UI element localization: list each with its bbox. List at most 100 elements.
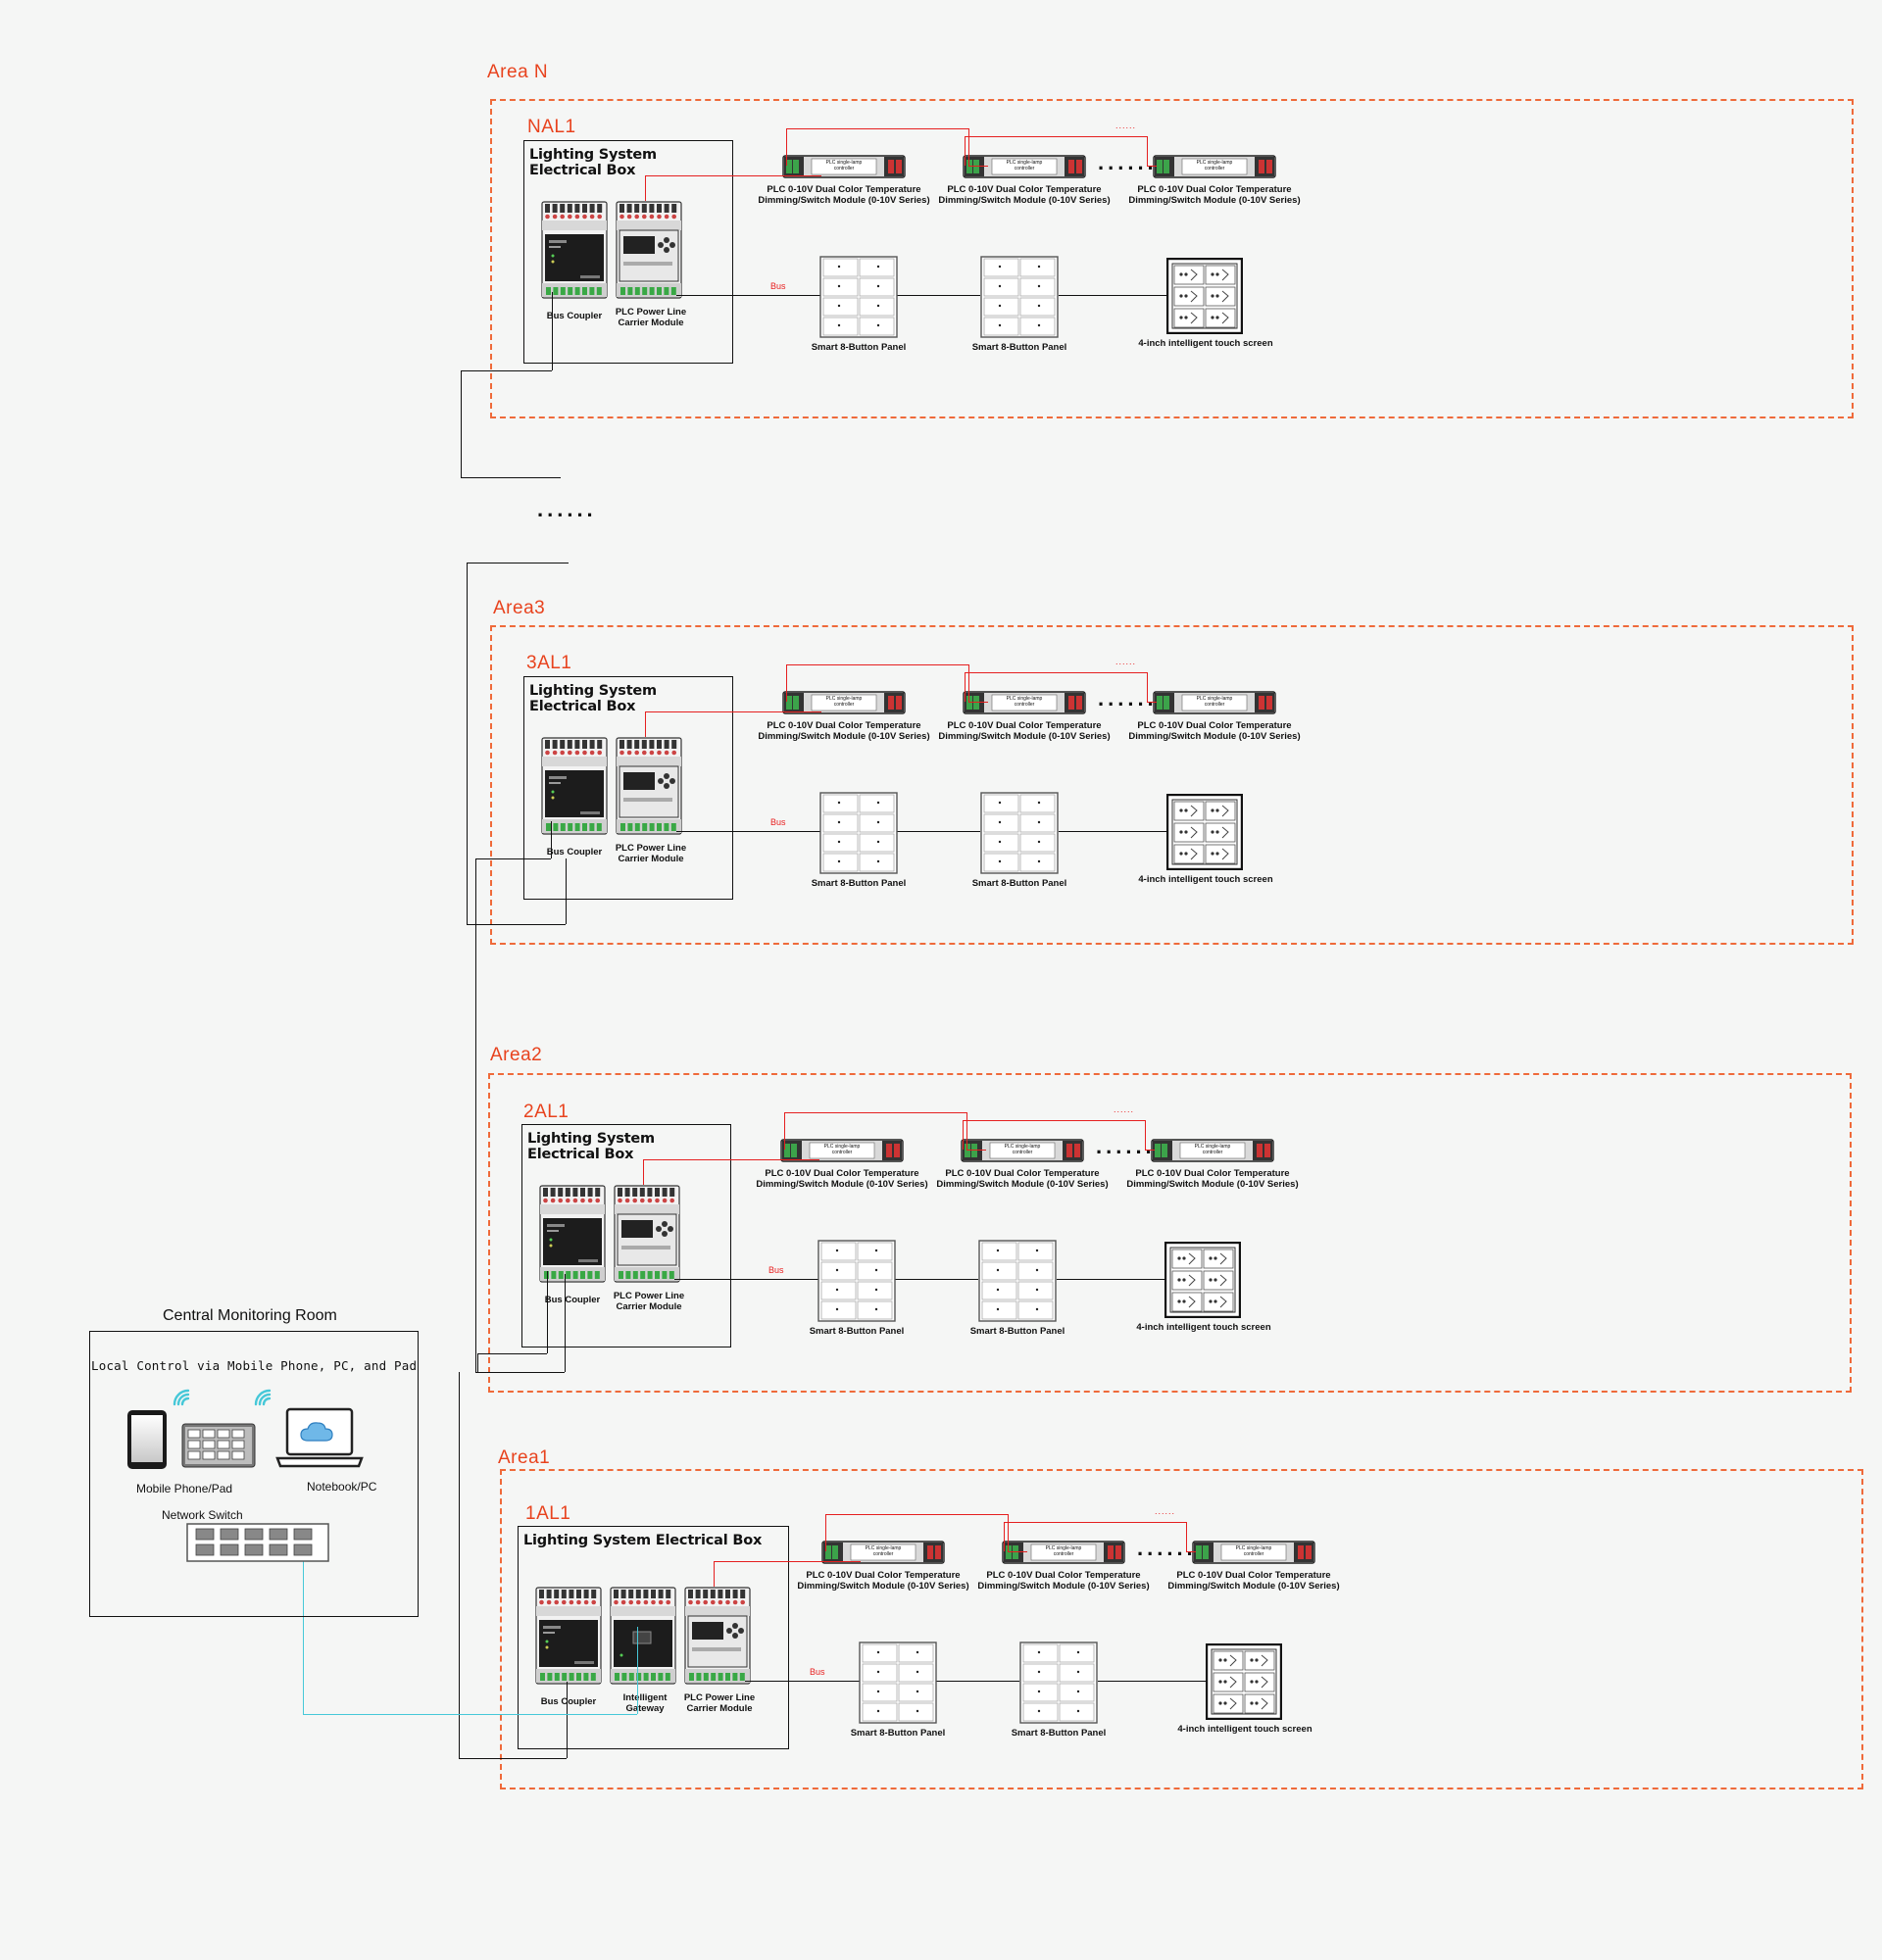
dimming-label-line2: Dimming/Switch Module (0-10V Series) bbox=[1126, 1179, 1299, 1190]
electrical-box: Lighting System Electrical Box bbox=[523, 676, 733, 900]
bus-label: Bus bbox=[770, 281, 786, 291]
bus-wire bbox=[896, 1279, 978, 1280]
dimming-module-1 bbox=[782, 155, 906, 178]
face-line2: controller bbox=[1204, 166, 1225, 172]
button-panel-label: Smart 8-Button Panel bbox=[809, 1326, 905, 1337]
plc-carrier-module bbox=[616, 201, 682, 299]
face-line2: controller bbox=[1012, 1150, 1033, 1155]
bus-wire bbox=[674, 1279, 933, 1280]
trunk-wire bbox=[567, 1682, 568, 1758]
trunk-wire bbox=[467, 563, 569, 564]
bus-wire bbox=[1059, 831, 1166, 832]
power-wire-continuation: ...... bbox=[1115, 657, 1137, 666]
electrical-box-id: 3AL1 bbox=[526, 653, 572, 673]
dimming-label-line1: PLC 0-10V Dual Color Temperature bbox=[945, 1168, 1100, 1179]
bus-coupler-label: Bus Coupler bbox=[546, 847, 603, 858]
central-monitoring-title: Central Monitoring Room bbox=[163, 1307, 337, 1324]
power-wire bbox=[965, 136, 966, 166]
plc-label-line2: Carrier Module bbox=[616, 1301, 682, 1312]
gateway-label-line2: Gateway bbox=[625, 1703, 665, 1714]
dimming-module-2 bbox=[963, 155, 1086, 178]
face-line1: PLC single-lamp bbox=[1006, 160, 1043, 166]
intelligent-gateway-module bbox=[610, 1587, 676, 1685]
trunk-wire bbox=[475, 1372, 565, 1373]
power-wire bbox=[784, 1112, 966, 1113]
trunk-wire bbox=[566, 858, 567, 924]
cloud-icon bbox=[300, 1422, 333, 1442]
trunk-wire bbox=[459, 1372, 460, 1758]
electrical-box: Lighting System Electrical Box bbox=[521, 1124, 731, 1348]
bus-coupler-module bbox=[541, 737, 608, 835]
dimming-module-3 bbox=[1151, 1139, 1274, 1162]
dimming-module-1 bbox=[782, 691, 906, 714]
dimming-label-line1: PLC 0-10V Dual Color Temperature bbox=[947, 184, 1102, 195]
button-panel-2 bbox=[978, 1240, 1057, 1322]
area-title: Area2 bbox=[490, 1045, 543, 1065]
power-wire bbox=[963, 1120, 1145, 1121]
button-panel-label: Smart 8-Button Panel bbox=[1011, 1728, 1107, 1739]
dimming-label-line1: PLC 0-10V Dual Color Temperature bbox=[1176, 1570, 1331, 1581]
power-wire bbox=[825, 1514, 1008, 1515]
button-panel-label: Smart 8-Button Panel bbox=[811, 342, 907, 353]
power-wire-continuation: ...... bbox=[1115, 121, 1137, 130]
bus-label: Bus bbox=[768, 1265, 784, 1275]
bus-wire bbox=[937, 1681, 1019, 1682]
dimming-label-line2: Dimming/Switch Module (0-10V Series) bbox=[938, 731, 1111, 742]
dimming-module-1 bbox=[821, 1541, 945, 1564]
dimming-label-line2: Dimming/Switch Module (0-10V Series) bbox=[1128, 731, 1301, 742]
power-wire bbox=[1186, 1551, 1196, 1552]
switch-label: Network Switch bbox=[162, 1508, 243, 1522]
face-line1: PLC single-lamp bbox=[1196, 696, 1233, 702]
dimming-label-line2: Dimming/Switch Module (0-10V Series) bbox=[756, 1179, 928, 1190]
area-zone-1 bbox=[500, 1469, 1863, 1789]
power-wire bbox=[965, 672, 1147, 673]
dimming-label-line2: Dimming/Switch Module (0-10V Series) bbox=[938, 195, 1111, 206]
ellipsis-dots: ...... bbox=[1098, 686, 1158, 710]
power-wire bbox=[966, 1112, 967, 1150]
dimming-label-line2: Dimming/Switch Module (0-10V Series) bbox=[758, 731, 930, 742]
dimming-label-line2: Dimming/Switch Module (0-10V Series) bbox=[1128, 195, 1301, 206]
dimming-label-line1: PLC 0-10V Dual Color Temperature bbox=[986, 1570, 1141, 1581]
dimming-label-line1: PLC 0-10V Dual Color Temperature bbox=[767, 720, 921, 731]
bus-label: Bus bbox=[810, 1667, 825, 1677]
face-line1: PLC single-lamp bbox=[825, 160, 863, 166]
power-wire bbox=[645, 711, 646, 737]
power-wire-continuation: ...... bbox=[1155, 1506, 1176, 1516]
plc-label-line1: PLC Power Line bbox=[613, 1291, 685, 1301]
bus-coupler-label: Bus Coupler bbox=[540, 1696, 597, 1707]
touch-screen-label: 4-inch intelligent touch screen bbox=[1177, 1724, 1312, 1735]
power-wire bbox=[968, 702, 988, 703]
area-title: Area N bbox=[487, 62, 549, 82]
dimming-module-2 bbox=[961, 1139, 1084, 1162]
dimming-label-line1: PLC 0-10V Dual Color Temperature bbox=[765, 1168, 919, 1179]
power-wire bbox=[965, 136, 1147, 137]
dimming-label-line2: Dimming/Switch Module (0-10V Series) bbox=[797, 1581, 969, 1592]
button-panel-label: Smart 8-Button Panel bbox=[969, 1326, 1065, 1337]
face-line1: PLC single-lamp bbox=[1004, 1144, 1041, 1150]
face-line1: PLC single-lamp bbox=[1006, 696, 1043, 702]
bus-wire bbox=[898, 295, 980, 296]
face-line1: PLC single-lamp bbox=[823, 1144, 861, 1150]
trunk-wire bbox=[467, 563, 468, 924]
central-monitoring-room bbox=[89, 1331, 419, 1617]
electrical-box: Lighting System Electrical Box bbox=[518, 1526, 789, 1749]
power-wire bbox=[965, 672, 966, 702]
power-wire bbox=[786, 128, 787, 166]
face-line2: controller bbox=[833, 166, 855, 172]
network-switch-icon bbox=[186, 1523, 329, 1562]
trunk-wire bbox=[547, 1271, 548, 1353]
